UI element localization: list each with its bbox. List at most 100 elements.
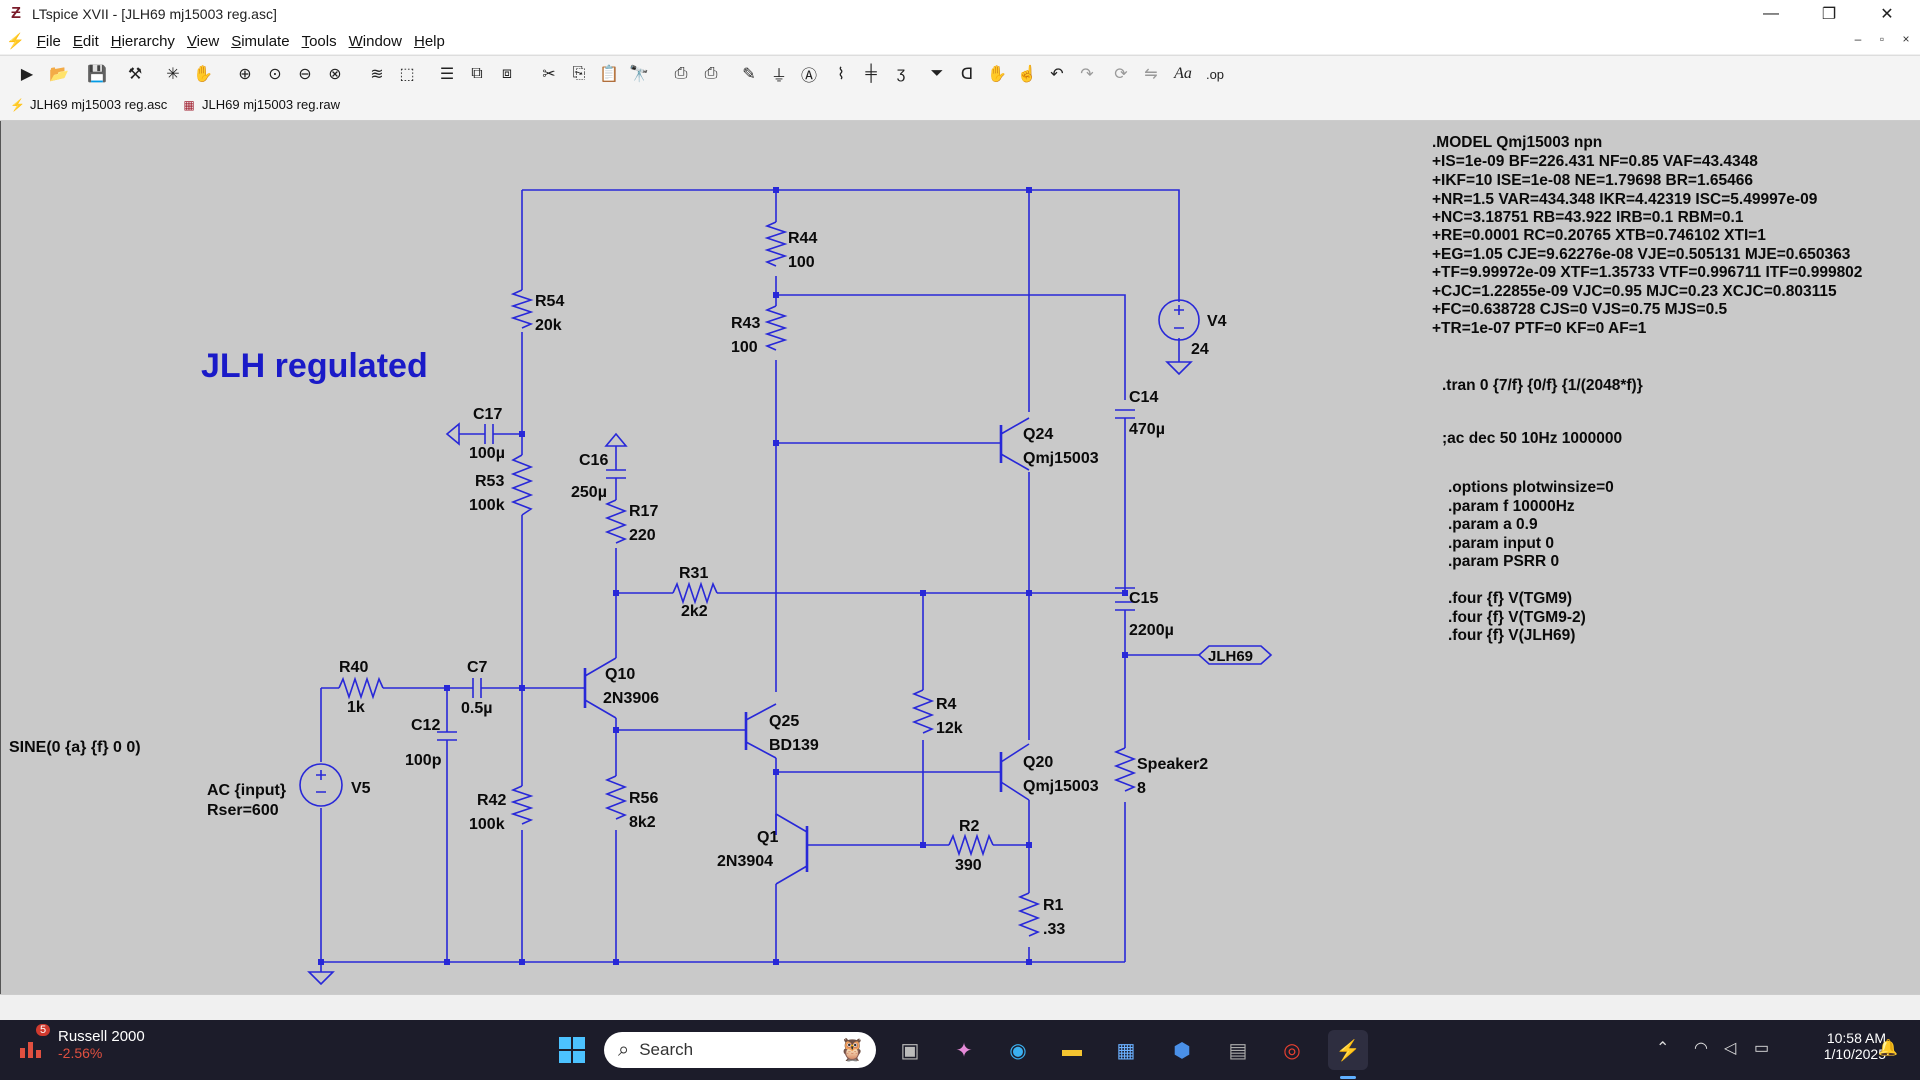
redo-button[interactable]: ↷ — [1074, 62, 1100, 86]
menu-simulate[interactable]: Simulate — [231, 32, 290, 50]
four-line[interactable]: .four {f} V(TGM9-2) — [1448, 609, 1586, 626]
options-line[interactable]: .param PSRR 0 — [1448, 553, 1559, 570]
print-button[interactable]: ⎙ — [668, 62, 694, 86]
model-line[interactable]: .MODEL Qmj15003 npn — [1432, 134, 1602, 151]
menu-file[interactable]: File — [36, 32, 61, 50]
options-line[interactable]: .param input 0 — [1448, 535, 1554, 552]
ltspice-taskbar-button[interactable]: ⚡ — [1328, 1030, 1368, 1070]
volume-icon[interactable]: ◁ — [1724, 1040, 1737, 1057]
jlh69-net-label: JLH69 — [1208, 648, 1253, 665]
battery-icon[interactable]: ▭ — [1754, 1040, 1770, 1057]
store-button[interactable]: ▦ — [1106, 1030, 1146, 1070]
zoom-pan-button[interactable]: ⊙ — [262, 62, 288, 86]
start-button[interactable] — [552, 1030, 592, 1070]
wire-button[interactable]: ✎ — [736, 62, 762, 86]
mirror-button[interactable]: ⇋ — [1138, 62, 1164, 86]
calculator-button[interactable]: ▤ — [1218, 1030, 1258, 1070]
restore-button[interactable]: ❐ — [1806, 0, 1852, 28]
open-button[interactable]: 📂 — [46, 62, 72, 86]
shield-icon: ⬢ — [1173, 1039, 1191, 1062]
menu-edit[interactable]: Edit — [72, 32, 99, 50]
copy-button[interactable]: ⎘ — [566, 62, 592, 86]
clock[interactable]: 10:58 AM 1/10/2025 — [1790, 1030, 1886, 1062]
mdi-close-button[interactable]: × — [1902, 32, 1910, 46]
r40-symbol — [338, 676, 384, 700]
model-line[interactable]: +FC=0.638728 CJS=0 VJS=0.75 MJS=0.5 — [1432, 301, 1728, 318]
model-line[interactable]: +NR=1.5 VAR=434.348 IKR=4.42319 ISC=5.49… — [1432, 191, 1818, 208]
move-button[interactable]: ✋ — [984, 62, 1010, 86]
inductor-button[interactable]: ʒ — [888, 62, 914, 86]
file-explorer-button[interactable]: ▬ — [1052, 1030, 1092, 1070]
diode-button[interactable]: ⏷ — [924, 62, 950, 86]
find-button[interactable]: 🔭 — [626, 62, 652, 86]
shield-app-button[interactable]: ⬢ — [1162, 1030, 1202, 1070]
menu-help[interactable]: Help — [413, 32, 445, 50]
halt-button[interactable]: ✳ — [160, 62, 186, 86]
control-panel-button[interactable]: ⚒ — [122, 62, 148, 86]
ground-button[interactable]: ⏚ — [766, 62, 792, 86]
options-line[interactable]: .param f 10000Hz — [1448, 498, 1575, 515]
copilot-button[interactable]: ✦ — [944, 1030, 984, 1070]
tran-directive[interactable]: .tran 0 {7/f} {0/f} {1/(2048*f)} — [1442, 377, 1643, 394]
taskbar-search[interactable]: ⌕ Search 🦉 — [604, 1032, 876, 1068]
paste-button[interactable]: 📋 — [596, 62, 622, 86]
tab-raw[interactable]: ▦ JLH69 mj15003 reg.raw — [182, 97, 340, 112]
drag-button[interactable]: ☝ — [1014, 62, 1040, 86]
notification-bell-icon[interactable]: 🔔 — [1878, 1040, 1898, 1057]
component-button[interactable]: ᗡ — [954, 62, 980, 86]
tab-schematic[interactable]: ⚡ JLH69 mj15003 reg.asc — [10, 97, 167, 112]
model-line[interactable]: +EG=1.05 CJE=9.62276e-08 VJE=0.505131 MJ… — [1432, 246, 1851, 263]
mdi-minimize-button[interactable]: – — [1854, 32, 1862, 46]
select-area-button[interactable]: ⬚ — [394, 62, 420, 86]
pan-button[interactable]: ✋ — [190, 62, 216, 86]
undo-button[interactable]: ↶ — [1044, 62, 1070, 86]
v4-name: V4 — [1207, 313, 1227, 330]
task-view-button[interactable]: ▣ — [890, 1030, 930, 1070]
mdi-app-icon[interactable]: ⚡ — [6, 33, 25, 50]
model-line[interactable]: +TF=9.99972e-09 XTF=1.35733 VTF=0.996711… — [1432, 264, 1862, 281]
minimize-button[interactable]: — — [1748, 0, 1794, 28]
model-line[interactable]: +TR=1e-07 PTF=0 KF=0 AF=1 — [1432, 320, 1647, 337]
zoom-out-button[interactable]: ⊖ — [292, 62, 318, 86]
rotate-button[interactable]: ⟳ — [1108, 62, 1134, 86]
menu-hierarchy[interactable]: Hierarchy — [110, 32, 175, 50]
tile-vertical-button[interactable]: ⧈ — [494, 62, 520, 86]
spice-directive-button[interactable]: .op — [1205, 66, 1225, 82]
stock-widget[interactable]: 5 Russell 2000 -2.56% — [18, 1023, 145, 1061]
four-line[interactable]: .four {f} V(JLH69) — [1448, 627, 1575, 644]
print-preview-button[interactable]: ⎙ — [698, 62, 724, 86]
model-line[interactable]: +IKF=10 ISE=1e-08 NE=1.79698 BR=1.65466 — [1432, 172, 1753, 189]
options-line[interactable]: .param a 0.9 — [1448, 516, 1538, 533]
cut-button[interactable]: ✂ — [536, 62, 562, 86]
model-line[interactable]: +RE=0.0001 RC=0.20765 XTB=0.746102 XTI=1 — [1432, 227, 1766, 244]
zoom-fit-button[interactable]: ⊗ — [322, 62, 348, 86]
show-hidden-icons-button[interactable]: ⌃ — [1656, 1040, 1670, 1057]
r42-symbol — [510, 785, 534, 825]
model-line[interactable]: +NC=3.18751 RB=43.922 IRB=0.1 RBM=0.1 — [1432, 209, 1744, 226]
four-line[interactable]: .four {f} V(TGM9) — [1448, 590, 1572, 607]
save-button[interactable]: 💾 — [84, 62, 110, 86]
wifi-icon[interactable]: ◠ — [1694, 1040, 1708, 1057]
menu-view[interactable]: View — [186, 32, 220, 50]
menu-window[interactable]: Window — [348, 32, 402, 50]
edge-button[interactable]: ◉ — [998, 1030, 1038, 1070]
options-line[interactable]: .options plotwinsize=0 — [1448, 479, 1614, 496]
mdi-restore-button[interactable]: ▫ — [1879, 32, 1885, 46]
menu-tools[interactable]: Tools — [301, 32, 337, 50]
zoom-in-button[interactable]: ⊕ — [232, 62, 258, 86]
schematic-canvas[interactable]: JLH regulated R44 100 R43 100 R54 20k C1… — [0, 121, 1920, 994]
capacitor-button[interactable]: ╪ — [858, 62, 884, 86]
tile-horizontal-button[interactable]: ☰ — [434, 62, 460, 86]
run-button[interactable]: ▶ — [14, 62, 40, 86]
tab-raw-label: JLH69 mj15003 reg.raw — [202, 97, 341, 112]
text-button[interactable]: Aa — [1174, 65, 1192, 82]
model-line[interactable]: +CJC=1.22855e-09 VJC=0.95 MJC=0.23 XCJC=… — [1432, 283, 1837, 300]
label-net-button[interactable]: Ⓐ — [796, 62, 822, 86]
autorange-button[interactable]: ≋ — [364, 62, 390, 86]
ac-directive[interactable]: ;ac dec 50 10Hz 1000000 — [1442, 430, 1622, 447]
close-button[interactable]: ✕ — [1864, 0, 1910, 28]
resistor-button[interactable]: ⌇ — [828, 62, 854, 86]
model-line[interactable]: +IS=1e-09 BF=226.431 NF=0.85 VAF=43.4348 — [1432, 153, 1758, 170]
chrome-button[interactable]: ◎ — [1272, 1030, 1312, 1070]
cascade-button[interactable]: ⧉ — [464, 62, 490, 86]
